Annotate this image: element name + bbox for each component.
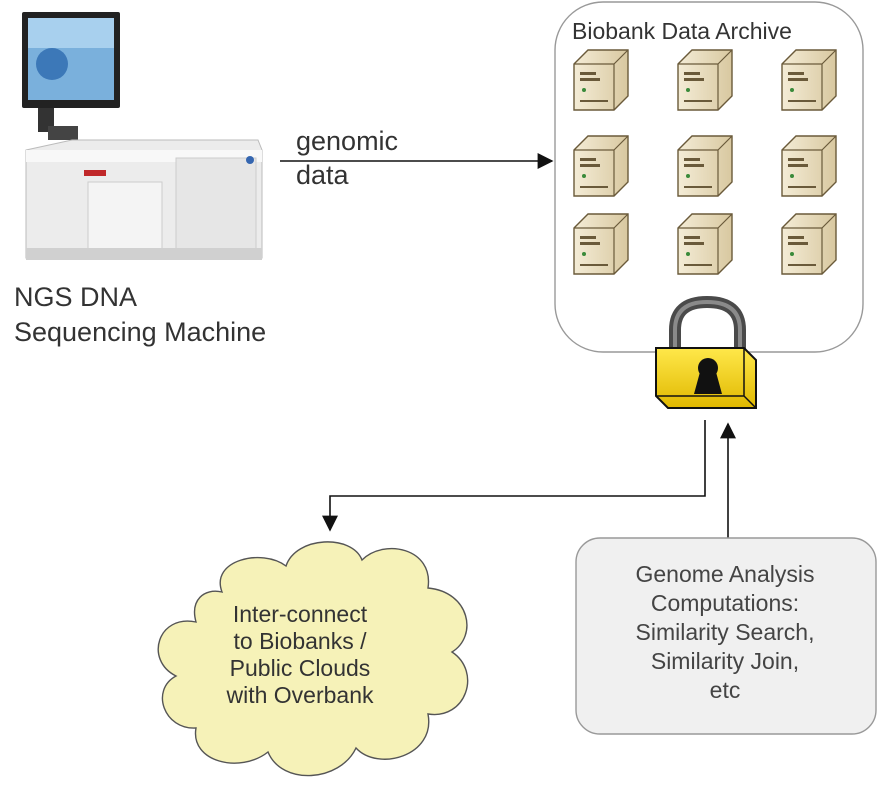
interconnect-cloud: [157, 541, 469, 777]
sequencing-machine-icon: [22, 12, 263, 260]
server-tower-icon: [781, 213, 837, 275]
server-tower-icon: [573, 213, 629, 275]
cloud-text: Inter-connect to Biobanks / Public Cloud…: [200, 601, 400, 709]
server-tower-icon: [677, 49, 733, 111]
computations-box: [575, 537, 877, 735]
padlock-icon: [655, 295, 757, 409]
cloud-line: Public Clouds: [229, 655, 371, 681]
genomic-data-label-line1: genomic: [296, 126, 399, 156]
computations-line: Similarity Join,: [650, 648, 800, 674]
server-tower-icon: [677, 135, 733, 197]
server-tower-icon: [677, 213, 733, 275]
archive-to-cloud-arrow: [322, 420, 706, 532]
computations-line: Genome Analysis: [635, 561, 815, 587]
cloud-line: Inter-connect: [232, 601, 368, 627]
cloud-line: to Biobanks /: [233, 628, 367, 654]
server-tower-icon: [781, 135, 837, 197]
computations-line: etc: [709, 677, 741, 703]
server-grid: [573, 49, 837, 275]
archive-title: Biobank Data Archive: [572, 18, 792, 44]
server-tower-icon: [573, 49, 629, 111]
genomic-data-label-line2: data: [296, 160, 349, 190]
server-tower-icon: [781, 49, 837, 111]
computations-line: Computations:: [650, 590, 800, 616]
computations-text: Genome Analysis Computations: Similarity…: [580, 560, 870, 705]
cloud-line: with Overbank: [226, 682, 374, 708]
genomic-data-label: genomic data: [296, 124, 398, 192]
server-tower-icon: [573, 135, 629, 197]
machine-label: NGS DNA Sequencing Machine: [14, 280, 266, 350]
machine-label-line2: Sequencing Machine: [14, 317, 267, 347]
computations-line: Similarity Search,: [635, 619, 815, 645]
machine-label-line1: NGS DNA: [14, 282, 138, 312]
